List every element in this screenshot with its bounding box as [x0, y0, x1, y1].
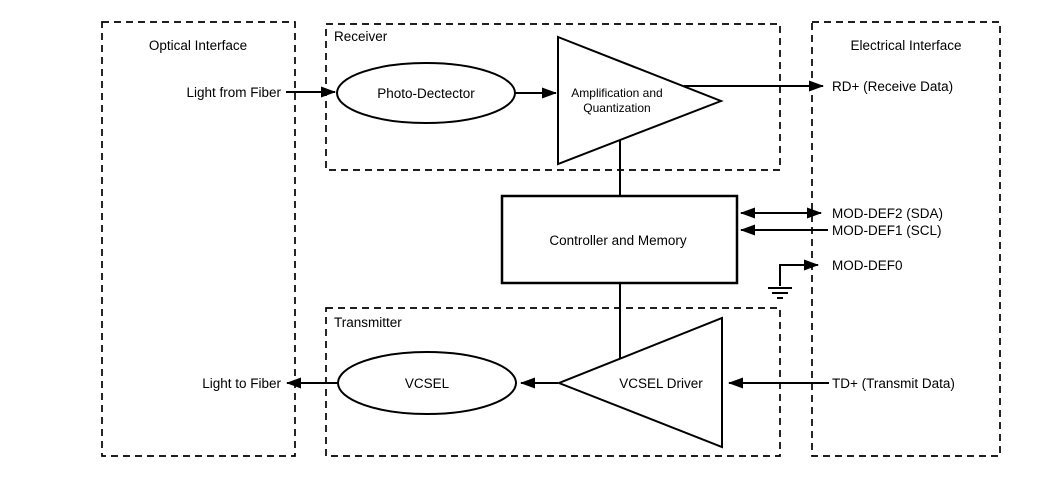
light-from-fiber-label: Light from Fiber — [186, 85, 281, 100]
optical-interface-label: Optical Interface — [149, 38, 247, 53]
receiver-label: Receiver — [334, 29, 388, 44]
transmitter-label: Transmitter — [334, 315, 402, 330]
controller-label: Controller and Memory — [549, 233, 687, 248]
light-to-fiber-label: Light to Fiber — [202, 376, 281, 391]
mod-def1-label: MOD-DEF1 (SCL) — [832, 223, 942, 238]
mod-def0-label: MOD-DEF0 — [832, 258, 903, 273]
mod-def0-arrow — [779, 259, 819, 286]
electrical-interface-label: Electrical Interface — [850, 38, 961, 53]
optical-interface-box — [101, 21, 296, 457]
rd-plus-label: RD+ (Receive Data) — [832, 79, 953, 94]
vcsel-driver-node — [556, 316, 723, 449]
td-plus-label: TD+ (Transmit Data) — [832, 376, 955, 391]
amplifier-label-line1: Amplification and — [571, 86, 662, 100]
vcsel-driver-label: VCSEL Driver — [619, 376, 703, 391]
amplifier-node — [557, 35, 724, 166]
mod-def2-label: MOD-DEF2 (SDA) — [832, 206, 943, 221]
ground-symbol-icon — [768, 287, 792, 299]
photo-detector-label: Photo-Dectector — [377, 86, 475, 101]
amplifier-label-line2: Quantization — [583, 101, 650, 115]
vcsel-label: VCSEL — [405, 376, 450, 391]
electrical-interface-box — [811, 21, 1001, 457]
